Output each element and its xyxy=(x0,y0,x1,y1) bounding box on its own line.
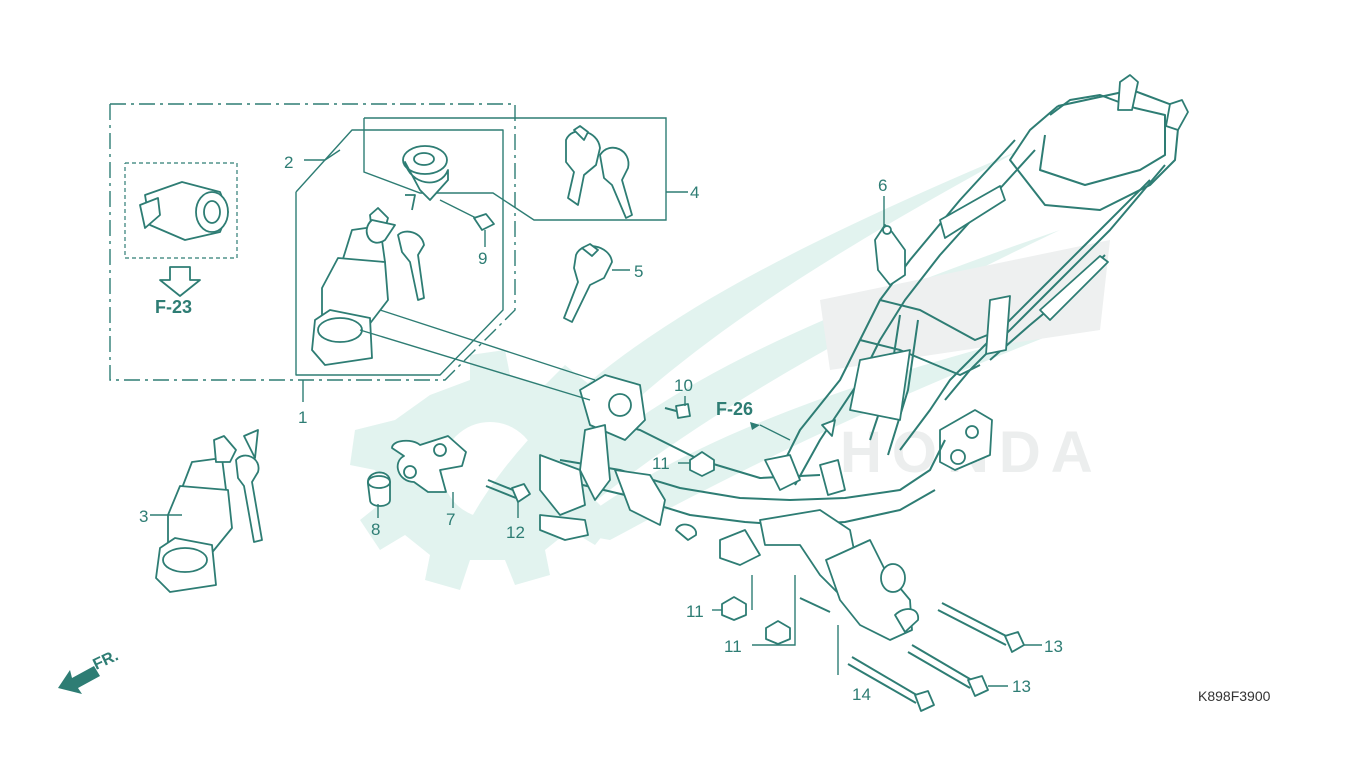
callout-12: 12 xyxy=(506,523,525,542)
callout-5: 5 xyxy=(634,262,643,281)
ignition-switch-assembly xyxy=(311,194,425,366)
key-pair xyxy=(565,125,633,219)
callout-2: 2 xyxy=(284,153,293,172)
honda-watermark: HONDA xyxy=(350,150,1110,590)
grommet-8 xyxy=(367,471,391,507)
callout-4: 4 xyxy=(690,183,699,202)
screw-9 xyxy=(439,199,495,231)
callout-11-lower: 11 xyxy=(724,637,742,656)
ref-f23: F-23 xyxy=(155,297,192,317)
set-outlines xyxy=(109,103,667,381)
callout-1: 1 xyxy=(298,408,307,427)
part-code: K898F3900 xyxy=(1198,688,1271,704)
single-key xyxy=(563,243,613,323)
callout-11-middle: 11 xyxy=(686,602,704,621)
callout-6: 6 xyxy=(878,176,887,195)
callout-14: 14 xyxy=(852,685,871,704)
screw-10 xyxy=(664,403,691,419)
front-direction-arrow: FR. xyxy=(58,647,121,694)
callout-8: 8 xyxy=(371,520,380,539)
callout-11-upper: 11 xyxy=(652,454,670,473)
f23-reference: F-23 xyxy=(155,266,201,317)
callout-13-upper: 13 xyxy=(1044,637,1063,656)
key-cylinder-inset xyxy=(139,181,229,241)
callout-13-lower: 13 xyxy=(1012,677,1031,696)
callout-3: 3 xyxy=(139,507,148,526)
bolt-12 xyxy=(485,479,531,503)
bracket-7 xyxy=(391,435,467,493)
callout-7: 7 xyxy=(446,510,455,529)
callout-10: 10 xyxy=(674,376,693,395)
shutter-cap xyxy=(402,145,449,201)
ignition-switch-spare xyxy=(155,429,263,593)
f26-reference: F-26 xyxy=(716,399,760,430)
leader-lines xyxy=(150,149,1042,687)
ref-f26: F-26 xyxy=(716,399,753,419)
callouts: 2 1 3 4 5 6 9 10 8 7 12 11 11 11 13 13 1… xyxy=(139,153,1063,704)
callout-9: 9 xyxy=(478,249,487,268)
frame-body xyxy=(539,74,1189,712)
direction-label: FR. xyxy=(91,647,122,673)
